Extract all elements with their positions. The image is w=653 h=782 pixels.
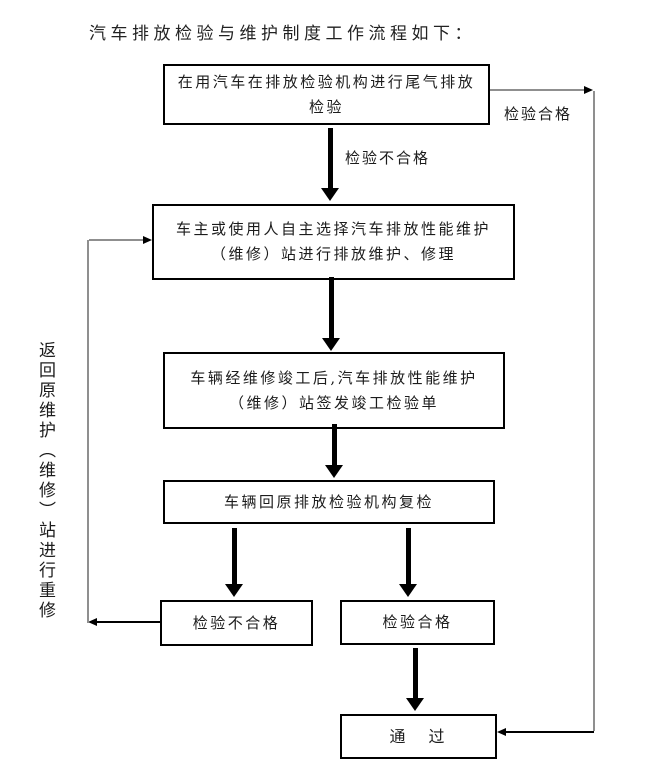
flow-arrow-test-to-station <box>321 128 339 201</box>
node-issue-certificate: 车辆经维修竣工后,汽车排放性能维护（维修）站签发竣工检验单 <box>163 352 505 429</box>
arrowhead-left-icon <box>88 618 97 626</box>
connector-pass-horizontal-top <box>490 89 585 91</box>
connector-return-vertical <box>87 240 89 623</box>
flow-arrow-station-to-certificate <box>322 277 340 351</box>
connector-pass-vertical <box>593 91 595 731</box>
arrowhead-right-icon <box>143 236 152 244</box>
edge-label-fail: 检验不合格 <box>345 149 431 167</box>
flow-arrow-recheck-to-fail <box>225 528 243 597</box>
node-emission-test: 在用汽车在排放检验机构进行尾气排放检验 <box>163 64 490 125</box>
flow-arrow-certificate-to-recheck <box>325 424 343 478</box>
node-pass-result: 检验合格 <box>340 600 495 645</box>
flow-arrow-pass-to-final <box>406 648 424 711</box>
arrowhead-left-icon <box>497 728 506 736</box>
node-choose-station: 车主或使用人自主选择汽车排放性能维护（维修）站进行排放维护、修理 <box>152 204 515 280</box>
connector-pass-horizontal-bottom <box>505 731 594 733</box>
arrowhead-right-icon <box>584 86 593 94</box>
node-final-pass: 通 过 <box>340 714 497 759</box>
connector-return-horizontal-bottom <box>96 621 160 623</box>
edge-label-return-loop: 返回原维护（维修）站进行重修 <box>35 341 55 621</box>
connector-return-horizontal-top <box>89 239 143 241</box>
page-title: 汽车排放检验与维护制度工作流程如下： <box>89 24 476 44</box>
node-fail-result: 检验不合格 <box>160 600 313 646</box>
node-recheck: 车辆回原排放检验机构复检 <box>163 480 495 524</box>
flow-arrow-recheck-to-pass <box>399 528 417 597</box>
edge-label-pass: 检验合格 <box>504 105 573 123</box>
